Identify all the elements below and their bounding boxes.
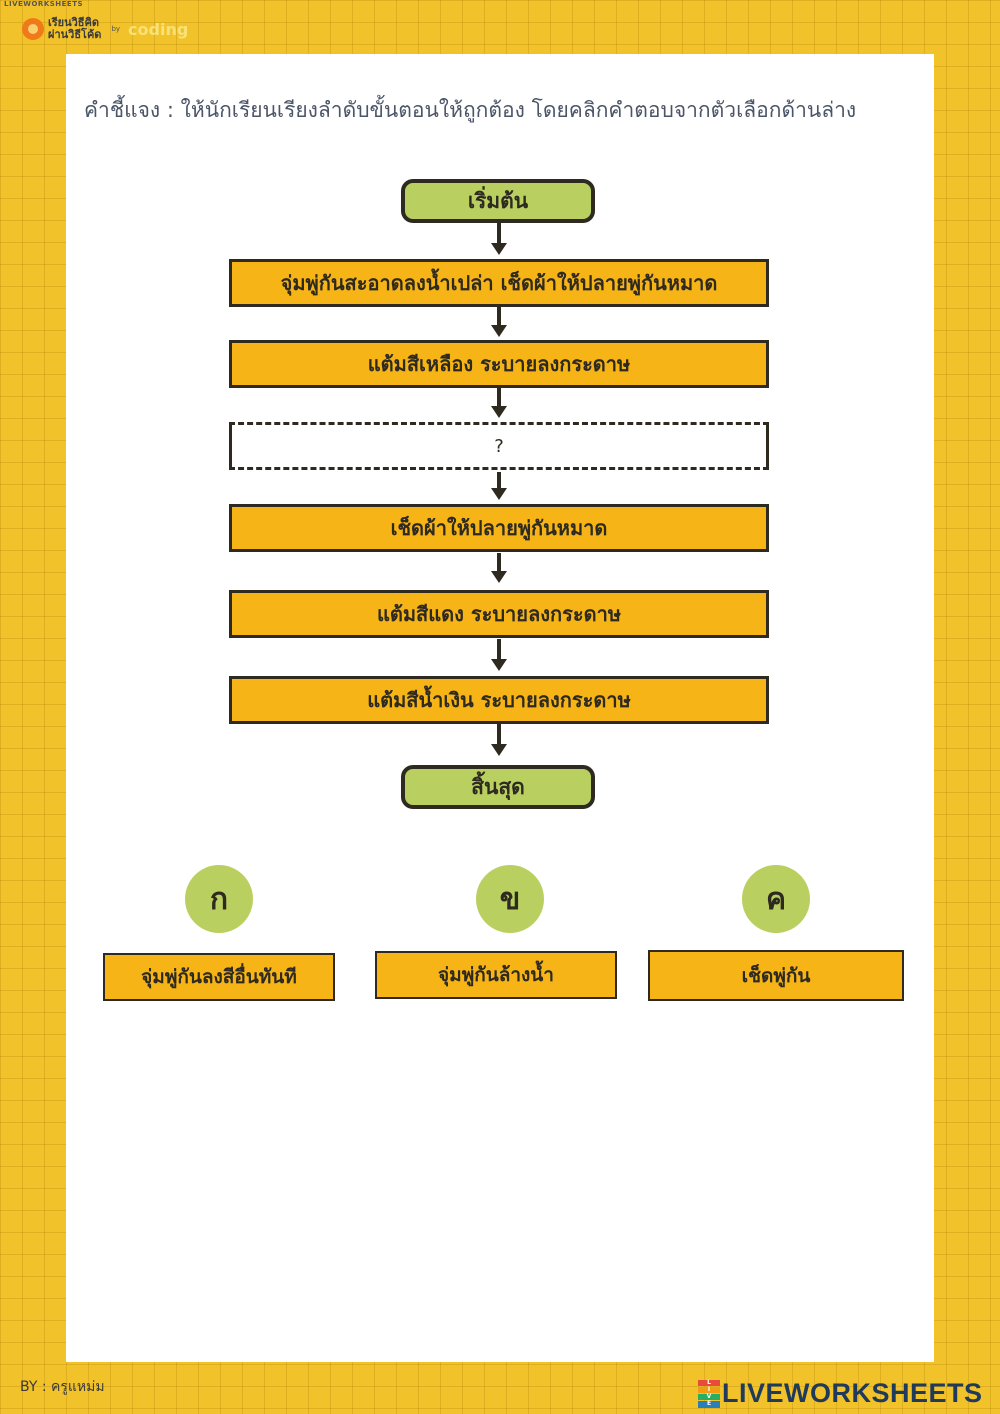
brand-logo: เรียนวิธีคิด ผ่านวิธีโค้ด by coding [22, 14, 188, 44]
step-6: แต้มสีน้ำเงิน ระบายลงกระดาษ [229, 676, 769, 724]
author-byline: BY : ครูแหม่ม [20, 1379, 105, 1395]
arrow-down-icon [491, 553, 507, 583]
start-terminal: เริ่มต้น [401, 179, 595, 223]
step-5: แต้มสีแดง ระบายลงกระดาษ [229, 590, 769, 638]
instruction-text: คำชี้แจง : ให้นักเรียนเรียงลำดับขั้นตอนใ… [84, 98, 857, 122]
option-a-letter: ก [185, 865, 253, 933]
end-terminal: สิ้นสุด [401, 765, 595, 809]
logo-by: by [111, 25, 121, 33]
option-a-button[interactable]: จุ่มพู่กันลงสีอื่นทันที [103, 953, 335, 1001]
step-2: แต้มสีเหลือง ระบายลงกระดาษ [229, 340, 769, 388]
step-4: เช็ดผ้าให้ปลายพู่กันหมาด [229, 504, 769, 552]
option-c-letter: ค [742, 865, 810, 933]
arrow-down-icon [491, 307, 507, 337]
live-badge-icon: L I V E [698, 1379, 720, 1408]
answer-drop-zone[interactable]: ? [229, 422, 769, 470]
arrow-down-icon [491, 639, 507, 671]
logo-text: เรียนวิธีคิด ผ่านวิธีโค้ด [48, 16, 102, 41]
liveworksheets-wordmark: LIVEWORKSHEETS [722, 1378, 983, 1408]
arrow-down-icon [491, 724, 507, 756]
mascot-icon [22, 18, 44, 40]
arrow-down-icon [491, 223, 507, 255]
watermark-text: LIVEWORKSHEETS [4, 0, 84, 8]
option-b-button[interactable]: จุ่มพู่กันล้างน้ำ [375, 951, 617, 999]
option-b-letter: ข [476, 865, 544, 933]
arrow-down-icon [491, 388, 507, 418]
option-c-button[interactable]: เช็ดพู่กัน [648, 950, 904, 1001]
logo-brand: coding [128, 19, 189, 39]
blank-placeholder: ? [494, 435, 504, 457]
liveworksheets-logo: L I V E LIVEWORKSHEETS [698, 1378, 983, 1409]
arrow-down-icon [491, 472, 507, 500]
step-1: จุ่มพู่กันสะอาดลงน้ำเปล่า เช็ดผ้าให้ปลาย… [229, 259, 769, 307]
